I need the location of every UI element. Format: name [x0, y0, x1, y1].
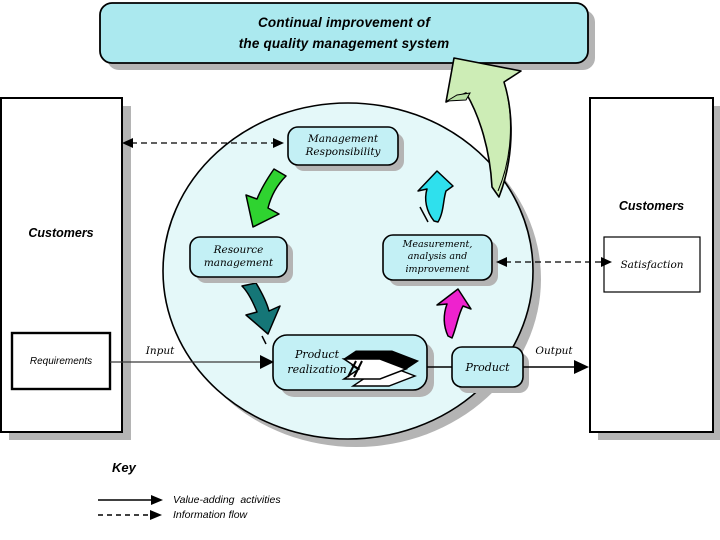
measurement-satisfaction-dashed-arrow	[496, 257, 612, 267]
output-arrowhead	[574, 360, 589, 374]
cyan-arrow-tail-stroke	[419, 206, 429, 223]
continual-improvement-arrow-fold	[446, 92, 471, 102]
realization-chevron-icon	[341, 350, 420, 387]
key-solid-arrow	[98, 495, 163, 505]
satisfaction-box	[603, 236, 701, 293]
resource-to-realization-arrow	[241, 282, 281, 335]
continual-improvement-arrow-edge	[497, 84, 511, 192]
management-to-resource-arrow	[245, 168, 287, 228]
title-banner	[99, 2, 589, 64]
measurement-node	[382, 234, 493, 281]
management-node	[287, 126, 399, 166]
teal-arrow-tail-stroke	[261, 335, 267, 345]
resource-node	[189, 236, 288, 278]
key-dashed-arrow	[98, 510, 162, 520]
customers-management-dashed-arrow	[122, 138, 284, 148]
realization-to-measurement-arrow	[436, 288, 472, 339]
requirements-box	[10, 331, 112, 391]
input-arrowhead	[260, 355, 274, 369]
measurement-to-management-arrow	[417, 170, 454, 223]
product-node	[451, 346, 524, 388]
